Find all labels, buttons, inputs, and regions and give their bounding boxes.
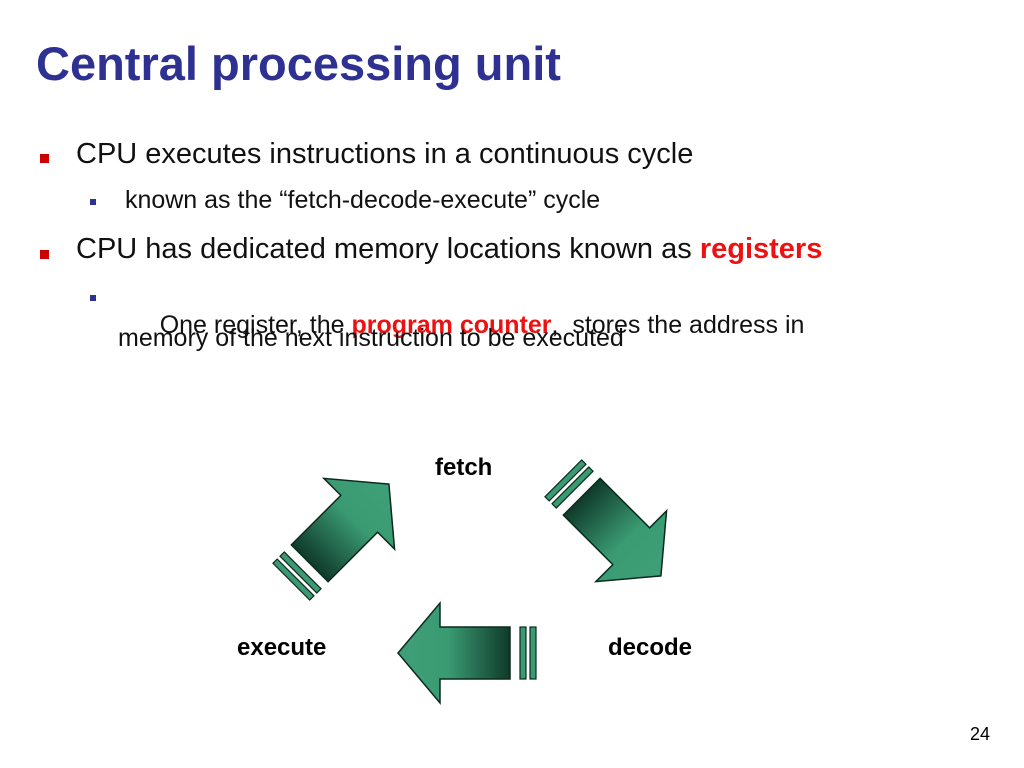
sub-bullet-marker-blue (90, 199, 96, 205)
bullet-2-text: CPU has dedicated memory locations known… (76, 233, 700, 265)
bullet-2: CPU has dedicated memory locations known… (76, 233, 822, 266)
sub-bullet-2-1-line2: memory of the next instruction to be exe… (118, 324, 624, 352)
bullet-2-highlight: registers (699, 233, 823, 265)
sub-bullet-marker-blue (90, 295, 96, 301)
slide-title: Central processing unit (36, 37, 561, 90)
label-decode: decode (608, 634, 693, 661)
sub-bullet-1-1: known as the “fetch-decode-execute” cycl… (118, 186, 601, 214)
sub-bullet-2-1-highlight: program counter (351, 311, 552, 339)
label-execute: execute (237, 634, 327, 661)
bullet-marker-red (40, 154, 49, 163)
arrow-fetch-to-decode (544, 459, 668, 583)
bullet-marker-red (40, 250, 49, 259)
page-number: 24 (969, 724, 990, 744)
label-fetch: fetch (435, 454, 493, 481)
sub-bullet-2-1-text: One register, the (159, 311, 352, 339)
bullet-1: CPU executes instructions in a continuou… (76, 138, 694, 170)
sub-bullet-2-1: One register, the program counter, store… (118, 282, 805, 369)
sub-bullet-2-1-tail: , stores the address in (551, 311, 805, 339)
arrow-execute-to-fetch (272, 477, 396, 601)
arrow-decode-to-execute (397, 600, 537, 706)
